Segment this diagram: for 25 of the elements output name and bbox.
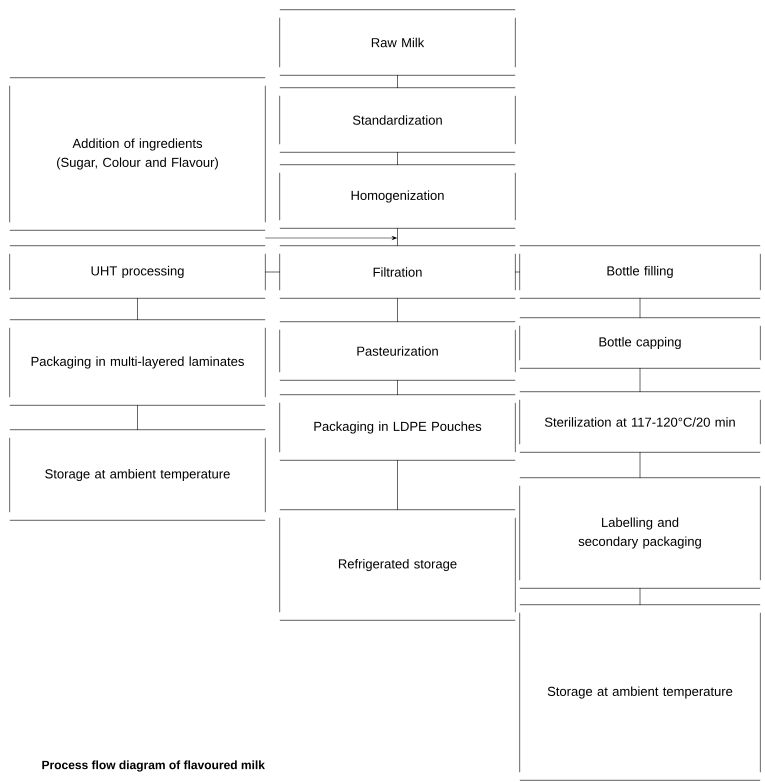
connector xyxy=(137,404,138,430)
process-box: Storage at ambient temperature xyxy=(520,604,761,780)
process-box: Packaging in multi-layered laminates xyxy=(10,320,266,406)
connector xyxy=(397,298,398,322)
process-box: UHT processing xyxy=(10,246,266,298)
process-box: Refrigerated storage xyxy=(280,510,516,620)
process-box: Pasteurization xyxy=(280,322,516,380)
process-box: Labelling and secondary packaging xyxy=(520,478,761,588)
connector xyxy=(137,298,138,320)
process-box: Raw Milk xyxy=(280,10,516,76)
process-box: Addition of ingredients (Sugar, Colour and Flavour) xyxy=(10,78,266,230)
process-box: Sterilization at 117-120°C/20 min xyxy=(520,392,761,452)
caption: Process flow diagram of flavoured milk xyxy=(42,760,265,772)
connector xyxy=(397,228,398,246)
process-box: Standardization xyxy=(280,88,516,152)
process-box: Filtration xyxy=(280,246,516,298)
process-box: Bottle filling xyxy=(520,246,761,298)
process-box: Homogenization xyxy=(280,164,516,228)
process-box: Packaging in LDPE Pouches xyxy=(280,394,516,460)
connector xyxy=(397,152,398,166)
process-box: Bottle capping xyxy=(520,318,761,368)
connector xyxy=(397,380,398,396)
connector xyxy=(397,460,398,510)
process-box: Storage at ambient temperature xyxy=(10,430,266,520)
connector xyxy=(397,74,398,88)
